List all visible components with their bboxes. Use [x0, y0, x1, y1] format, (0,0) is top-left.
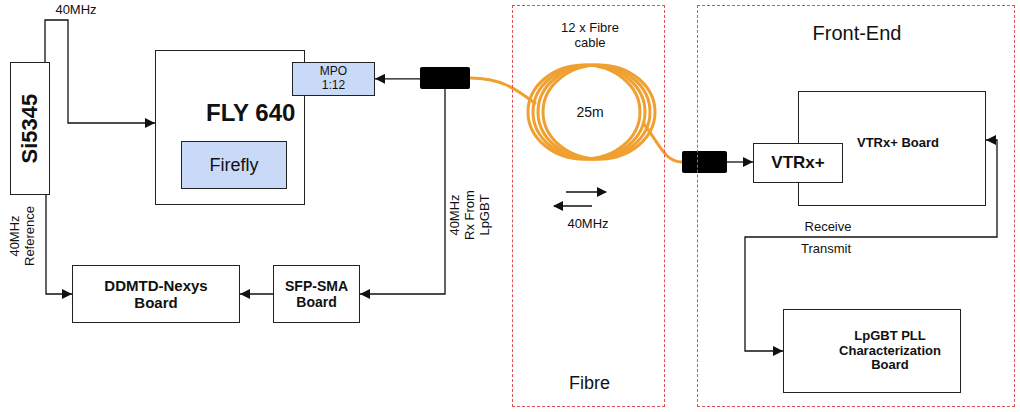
- node-label: DDMTD-Nexys Board: [96, 277, 216, 312]
- connector-line: [727, 161, 753, 162]
- fibre-connector: [420, 67, 470, 89]
- node-label: Firefly: [210, 155, 259, 176]
- connector: [45, 20, 155, 123]
- test-board-box: LpGBT PLL Characterization Board: [783, 309, 961, 393]
- connector-line: [375, 78, 420, 79]
- fibre-coil: [528, 65, 655, 159]
- connector-line: [240, 293, 273, 294]
- connector-line: [46, 195, 72, 294]
- edge-label: 40MHz Reference: [8, 200, 38, 272]
- direction-arrow: [566, 191, 606, 192]
- node-label: MPO 1:12: [314, 65, 354, 93]
- node-label: Front-End: [698, 22, 1016, 45]
- clock-chip-box: Si5345: [10, 62, 50, 195]
- connector-line: [360, 89, 445, 294]
- direction-arrow: [554, 205, 592, 206]
- node-label: FLY 640: [206, 99, 295, 127]
- annotation-label: Transmit: [791, 242, 861, 257]
- node-label: LpGBT PLL Characterization Board: [834, 329, 946, 374]
- connector: [360, 89, 445, 294]
- measurement-board-box: DDMTD-Nexys Board: [72, 265, 240, 323]
- node-label: VTRx+ Board: [857, 136, 939, 151]
- connector-line: [45, 20, 155, 123]
- fibre-connector: [682, 151, 727, 173]
- annotation-label: 25m: [560, 104, 620, 120]
- connector: [240, 294, 273, 295]
- annotation-label: 40MHz: [558, 217, 618, 232]
- annotation-label: Receive: [793, 220, 863, 235]
- connector: [46, 195, 72, 294]
- node-label: SFP-SMA Board: [282, 278, 352, 310]
- edge-label: 40MHz Rx From LpGBT: [448, 187, 493, 243]
- transceiver-box: Firefly: [181, 141, 287, 189]
- node-label: VTRx+: [771, 153, 824, 173]
- connector-box: MPO 1:12: [292, 62, 375, 96]
- node-label: Fibre: [513, 373, 666, 394]
- region-band: Fibre: [512, 5, 665, 407]
- fpga-board-box: FLY 640Firefly: [155, 50, 305, 205]
- fibre-cable: [470, 78, 536, 104]
- region-band: Front-EndVTRx+ BoardVTRx+ LpGBT PLL Chara…: [697, 5, 1015, 407]
- adapter-board-box: SFP-SMA Board: [273, 265, 360, 323]
- node-label: Si5345: [17, 94, 42, 164]
- annotation-label: 12 x Fibre cable: [550, 21, 630, 51]
- optical-module-box: VTRx+: [753, 143, 843, 183]
- edge-label: 40MHz: [36, 3, 116, 18]
